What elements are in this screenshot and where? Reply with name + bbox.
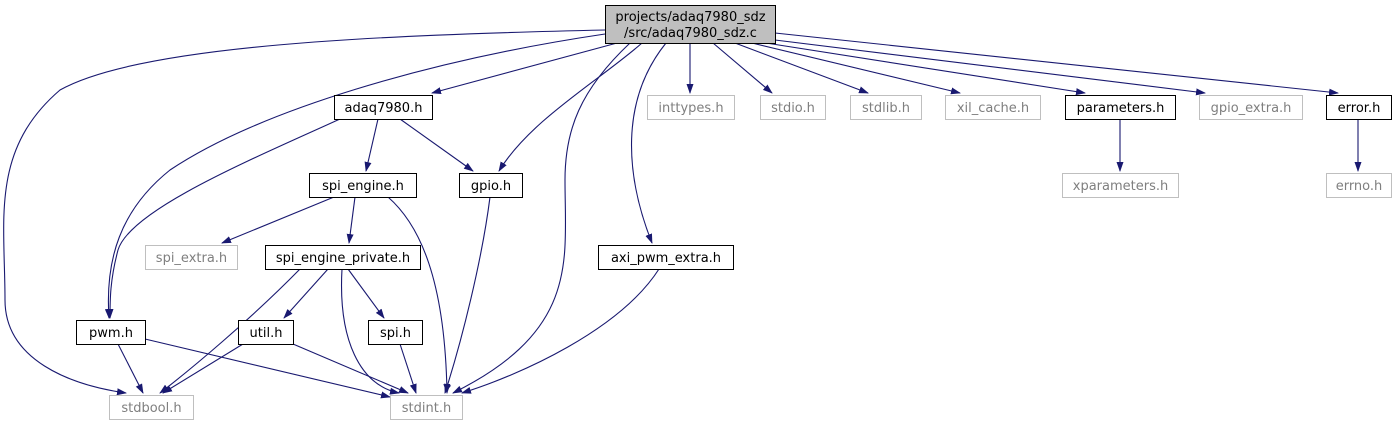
node-box [334,95,433,120]
edge-root-to-gpio_extra [774,39,1206,96]
edge-util-to-stdint [292,343,409,394]
node-box [1199,95,1303,120]
edge-pwm-to-stdint [144,338,391,399]
node-box [760,95,826,120]
node-box [368,320,423,345]
node-errno: errno.h [1326,173,1392,198]
node-label: /src/adaq7980_sdz.c [624,26,757,41]
node-box [647,95,735,120]
edge-spi_engine-to-spi_engine_private [346,196,356,244]
node-gpio-extra: gpio_extra.h [1199,95,1303,120]
node-label: util.h [250,326,283,341]
edge-root-to-parameters [765,42,1086,96]
node-box [1062,173,1179,198]
edge-root-to-error [774,32,1339,96]
edge-root-to-stdbool [3,29,606,396]
node-xparameters: xparameters.h [1062,173,1179,198]
node-label: error.h [1338,101,1381,116]
edge-spi_engine-to-stdint [387,196,451,394]
node-box [459,173,523,198]
node-spi-engine[interactable]: spi_engine.h [309,173,417,198]
edge-adaq7980-to-gpio [399,118,474,172]
node-stdbool: stdbool.h [109,395,194,420]
node-axi-pwm-extra[interactable]: axi_pwm_extra.h [598,245,734,270]
node-label: stdbool.h [121,401,181,416]
node-pwm[interactable]: pwm.h [76,320,146,345]
node-label: xparameters.h [1073,179,1168,194]
node-label: errno.h [1336,179,1383,194]
node-label: stdlib.h [862,101,910,116]
node-spi-engine-private[interactable]: spi_engine_private.h [265,245,421,270]
node-label: pwm.h [89,326,133,341]
edge-spi-to-stdint [399,343,417,394]
edge-root-to-stdio [712,42,773,94]
node-box [109,395,194,420]
node-box [390,395,463,420]
node-box [1326,173,1392,198]
node-label: xil_cache.h [957,101,1029,116]
edge-root-to-gpio [498,42,643,172]
node-error[interactable]: error.h [1326,95,1392,120]
edge-spi_engine_private-to-util [283,268,329,319]
node-label: stdint.h [402,401,451,416]
edge-root-to-xil_cache [751,42,961,95]
node-gpio[interactable]: gpio.h [459,173,523,198]
node-label: gpio.h [471,179,511,194]
node-xil-cache: xil_cache.h [945,95,1041,120]
node-label: gpio_extra.h [1211,101,1292,116]
node-box [945,95,1041,120]
node-label: axi_pwm_extra.h [611,251,721,266]
node-label: spi_extra.h [156,251,227,266]
node-label: parameters.h [1077,101,1165,116]
edge-pwm-to-stdbool [117,343,144,394]
edge-root-to-adaq7980 [431,42,618,95]
edge-adaq7980-to-pwm [106,118,341,319]
node-box [1326,95,1392,120]
node-util[interactable]: util.h [238,320,294,345]
node-box [605,5,776,44]
edge-gpio-to-stdint [444,196,491,394]
edge-adaq7980-to-spi_engine [364,118,379,172]
edge-root-to-stdlib [734,42,869,94]
edge-axi_pwm_extra-to-stdint [461,268,660,394]
node-box [850,95,922,120]
node-label: spi_engine_private.h [276,251,410,266]
edges-layer [3,29,1362,399]
edge-root-to-stdint [452,42,631,394]
edge-root-to-axi_pwm_extra [630,42,667,244]
edge-spi_engine-to-spi_extra [221,196,335,244]
node-adaq7980[interactable]: adaq7980.h [334,95,433,120]
node-spi-extra: spi_extra.h [145,245,238,270]
node-box [598,245,734,270]
node-box [145,245,238,270]
node-label: stdio.h [771,101,815,116]
node-label: adaq7980.h [345,101,423,116]
edge-util-to-stdbool [162,343,244,394]
node-box [309,173,417,198]
edge-spi_engine_private-to-stdbool [159,268,301,394]
node-stdlib: stdlib.h [850,95,922,120]
node-parameters[interactable]: parameters.h [1065,95,1176,120]
nodes-layer: projects/adaq7980_sdz/src/adaq7980_sdz.c… [76,5,1392,420]
node-stdio: stdio.h [760,95,826,120]
node-label: projects/adaq7980_sdz [615,10,765,25]
node-label: spi.h [380,326,411,341]
node-inttypes: inttypes.h [647,95,735,120]
node-root[interactable]: projects/adaq7980_sdz/src/adaq7980_sdz.c [605,5,776,44]
edge-spi_engine_private-to-stdint [340,268,400,395]
node-box [265,245,421,270]
node-box [238,320,294,345]
edge-root-to-pwm [104,33,606,319]
node-box [76,320,146,345]
node-box [1065,95,1176,120]
edge-spi_engine_private-to-spi [347,268,385,319]
node-label: spi_engine.h [322,179,404,194]
node-spi[interactable]: spi.h [368,320,423,345]
node-label: inttypes.h [658,101,723,116]
node-stdint: stdint.h [390,395,463,420]
